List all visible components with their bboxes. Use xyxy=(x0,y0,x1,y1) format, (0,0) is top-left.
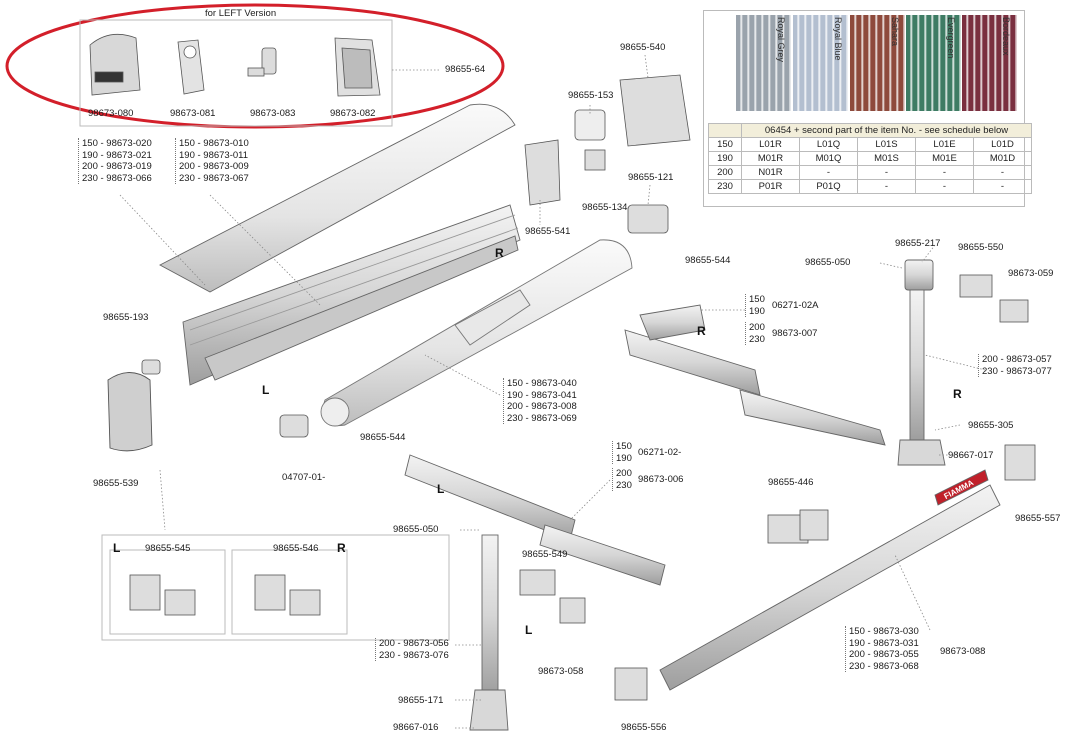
swatch-bordeaux xyxy=(962,15,1017,111)
side-marker-r: R xyxy=(953,387,962,401)
hardware-items xyxy=(129,574,321,616)
fabric-name-bordeaux: Bordeaux xyxy=(1001,17,1011,56)
fabric-schedule-box xyxy=(703,10,1025,207)
fabric-schedule-table: 06454 + second part of the item No. - se… xyxy=(708,123,1032,194)
fabric-name-royal-grey: Royal Grey xyxy=(776,17,786,63)
arm-right-list-b: 200 230 xyxy=(745,322,765,345)
arm-left-code-a: 06271-02- xyxy=(638,447,682,458)
fabric-name-sahara: Sahara xyxy=(890,17,900,47)
arm-right-code-b: 98673-007 xyxy=(772,328,818,339)
part-label: 98655-134 xyxy=(582,202,628,213)
arm-right-list-a: 150 190 xyxy=(745,294,765,317)
leg-right xyxy=(897,259,946,466)
side-marker-l: L xyxy=(437,482,445,496)
swatch-evergreen xyxy=(906,15,961,111)
swatch-royal-grey xyxy=(736,15,791,111)
cover-right-list: 150 - 98673-010 190 - 98673-011 200 - 98… xyxy=(175,138,249,184)
fabric-name-evergreen: Evergreen xyxy=(946,17,956,59)
swatch-royal-blue xyxy=(793,15,848,111)
part-label: 98673-058 xyxy=(538,666,584,677)
part-label: 98655-544 xyxy=(360,432,406,443)
leader-lines xyxy=(119,54,986,729)
leg-right-list: 200 - 98673-057 230 - 98673-077 xyxy=(978,354,1052,377)
part-label: 98655-541 xyxy=(525,226,571,237)
schedule-row: 190 M01R M01Q M01S M01E M01D xyxy=(708,151,1032,166)
part-label: 04707-01- xyxy=(282,472,326,483)
part-label: 98667-017 xyxy=(948,450,994,461)
side-marker-l: L xyxy=(113,541,121,555)
bar-list: 150 - 98673-030 190 - 98673-031 200 - 98… xyxy=(845,626,919,672)
part-label-98673-081: 98673-081 xyxy=(170,108,216,119)
part-label: 98655-050 xyxy=(393,524,439,535)
hardware-box-outer xyxy=(101,534,450,641)
awning-case xyxy=(159,103,521,386)
leg-left-list: 200 - 98673-056 230 - 98673-076 xyxy=(375,638,449,661)
arm-right-code-a: 06271-02A xyxy=(772,300,819,311)
schedule-row: 150 L01R L01Q L01S L01E L01D xyxy=(708,137,1032,152)
part-label: 98655-540 xyxy=(620,42,666,53)
roller-tube xyxy=(320,239,633,427)
cap-part-080 xyxy=(89,33,141,96)
part-label: 98655-557 xyxy=(1015,513,1061,524)
part-label: 98655-550 xyxy=(958,242,1004,253)
end-cap-left xyxy=(107,372,153,452)
spindle-part-083 xyxy=(247,47,277,77)
arm-left-code-b: 98673-006 xyxy=(638,474,684,485)
side-marker-r: R xyxy=(495,246,504,260)
part-label: 98655-171 xyxy=(398,695,444,706)
part-label: 98673-059 xyxy=(1008,268,1054,279)
hardware-box-right xyxy=(231,549,348,635)
arm-left xyxy=(404,454,666,586)
side-marker-r: R xyxy=(697,324,706,338)
front-bar xyxy=(659,469,1001,691)
side-marker-l: L xyxy=(525,623,533,637)
roller-list: 150 - 98673-040 190 - 98673-041 200 - 98… xyxy=(503,378,577,424)
bracket-part-081 xyxy=(177,39,205,95)
part-label: 98655-217 xyxy=(895,238,941,249)
part-label: 98655-153 xyxy=(568,90,614,101)
part-label: 98655-546 xyxy=(273,543,319,554)
fabric-name-royal-blue: Royal Blue xyxy=(833,17,843,61)
part-label: 98655-556 xyxy=(621,722,667,733)
arm-left-list-a: 150 190 xyxy=(612,441,632,464)
arm-left-list-b: 200 230 xyxy=(612,468,632,491)
leg-left xyxy=(469,534,509,731)
part-label: 98655-545 xyxy=(145,543,191,554)
schedule-title: 06454 + second part of the item No. - se… xyxy=(741,123,1032,138)
part-label: 98655-121 xyxy=(628,172,674,183)
left-version-box xyxy=(79,19,393,127)
housing-part-082 xyxy=(334,37,381,97)
swatch-sahara xyxy=(850,15,905,111)
small-parts xyxy=(141,74,1036,701)
part-label-98673-083: 98673-083 xyxy=(250,108,296,119)
left-version-part-label: 98655-64 xyxy=(445,64,486,75)
part-label-98673-080: 98673-080 xyxy=(88,108,134,119)
schedule-row: 230 P01R P01Q - - - xyxy=(708,179,1032,194)
arm-right xyxy=(624,304,886,446)
part-label: 98655-193 xyxy=(103,312,149,323)
part-label: 98655-305 xyxy=(968,420,1014,431)
part-label: 98655-446 xyxy=(768,477,814,488)
schedule-header-row: 06454 + second part of the item No. - se… xyxy=(708,123,1032,138)
part-label: 98673-088 xyxy=(940,646,986,657)
side-marker-r: R xyxy=(337,541,346,555)
part-label: 98655-050 xyxy=(805,257,851,268)
part-label-98673-082: 98673-082 xyxy=(330,108,376,119)
hardware-box-left xyxy=(109,549,226,635)
left-version-title: for LEFT Version xyxy=(205,8,277,19)
part-label: 98655-544 xyxy=(685,255,731,266)
part-label: 98667-016 xyxy=(393,722,439,733)
cover-left-list: 150 - 98673-020 190 - 98673-021 200 - 98… xyxy=(78,138,152,184)
part-label: 98655-539 xyxy=(93,478,139,489)
side-marker-l: L xyxy=(262,383,270,397)
schedule-row: 200 N01R - - - - xyxy=(708,165,1032,180)
part-label: 98655-549 xyxy=(522,549,568,560)
highlight-ellipse xyxy=(5,3,505,129)
